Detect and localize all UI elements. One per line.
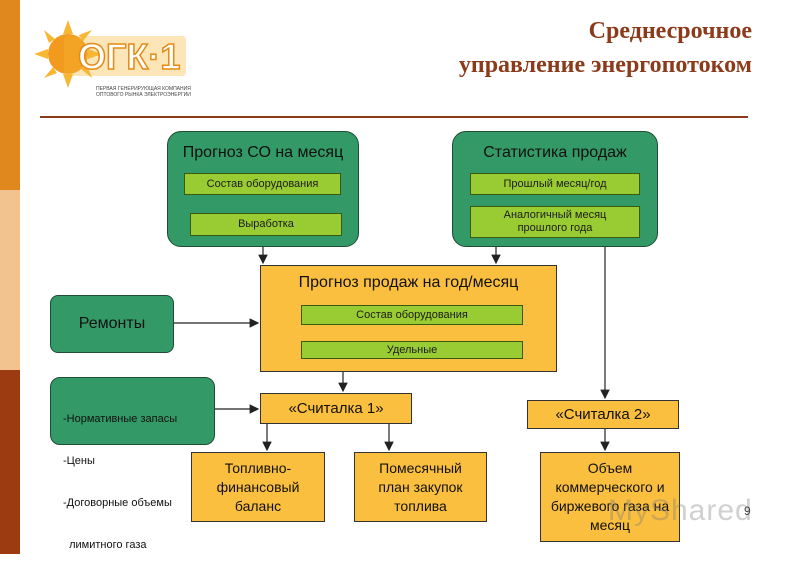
sales-stats-item-last-period: Прошлый месяц/год: [470, 173, 640, 195]
forecast-so-item-output: Выработка: [190, 213, 342, 236]
sales-forecast-title: Прогноз продаж на год/месяц: [298, 274, 519, 291]
sales-forecast-item-equipment: Состав оборудования: [301, 305, 523, 325]
left-accent-bar-middle: [0, 190, 20, 370]
connector-arrows: [173, 246, 610, 452]
norms-line-reserves: -Нормативные запасы: [63, 413, 178, 425]
norms-box: -Нормативные запасы -Цены -Договорные об…: [50, 377, 215, 551]
forecast-so-title: Прогноз СО на месяц: [182, 144, 344, 161]
forecast-so-item-equipment: Состав оборудования: [184, 173, 341, 195]
repairs-box: Ремонты: [50, 295, 174, 353]
norms-line-limit-gas: лимитного газа: [63, 539, 147, 551]
logo-tagline: ПЕРВАЯ ГЕНЕРИРУЮЩАЯ КОМПАНИЯ ОПТОВОГО РЫ…: [96, 86, 191, 98]
norms-line-prices: -Цены: [63, 455, 95, 467]
title-line-1: Среднесрочное: [588, 18, 752, 44]
watermark: MyShared: [608, 494, 753, 527]
svg-text:ОГК·1: ОГК·1: [78, 36, 180, 77]
left-accent-bar-bottom: [0, 370, 20, 554]
fuel-balance-box: Топливно-финансовый баланс: [191, 452, 325, 522]
left-accent-bar-top: [0, 0, 20, 190]
sales-stats-item-same-month: Аналогичный месяц прошлого года: [470, 206, 640, 238]
sales-forecast-item-specific: Удельные: [301, 341, 523, 359]
sun-logo-icon: ОГК·1: [34, 20, 186, 88]
title-divider: [40, 116, 748, 118]
gas-volume-box: Объем коммерческого и биржевого газа на …: [540, 452, 680, 542]
calc2-box: «Считалка 2»: [527, 400, 679, 429]
monthly-plan-box: Помесячный план закупок топлива: [354, 452, 487, 522]
norms-line-contract: -Договорные объемы: [63, 497, 172, 509]
calc1-box: «Считалка 1»: [260, 393, 412, 424]
slide-title: Среднесрочное управление энергопотоком: [459, 14, 752, 82]
page-number: 9: [744, 504, 751, 518]
company-logo: ОГК·1: [34, 14, 194, 102]
sales-stats-title: Статистика продаж: [483, 144, 627, 161]
title-line-2: управление энергопотоком: [458, 52, 752, 78]
